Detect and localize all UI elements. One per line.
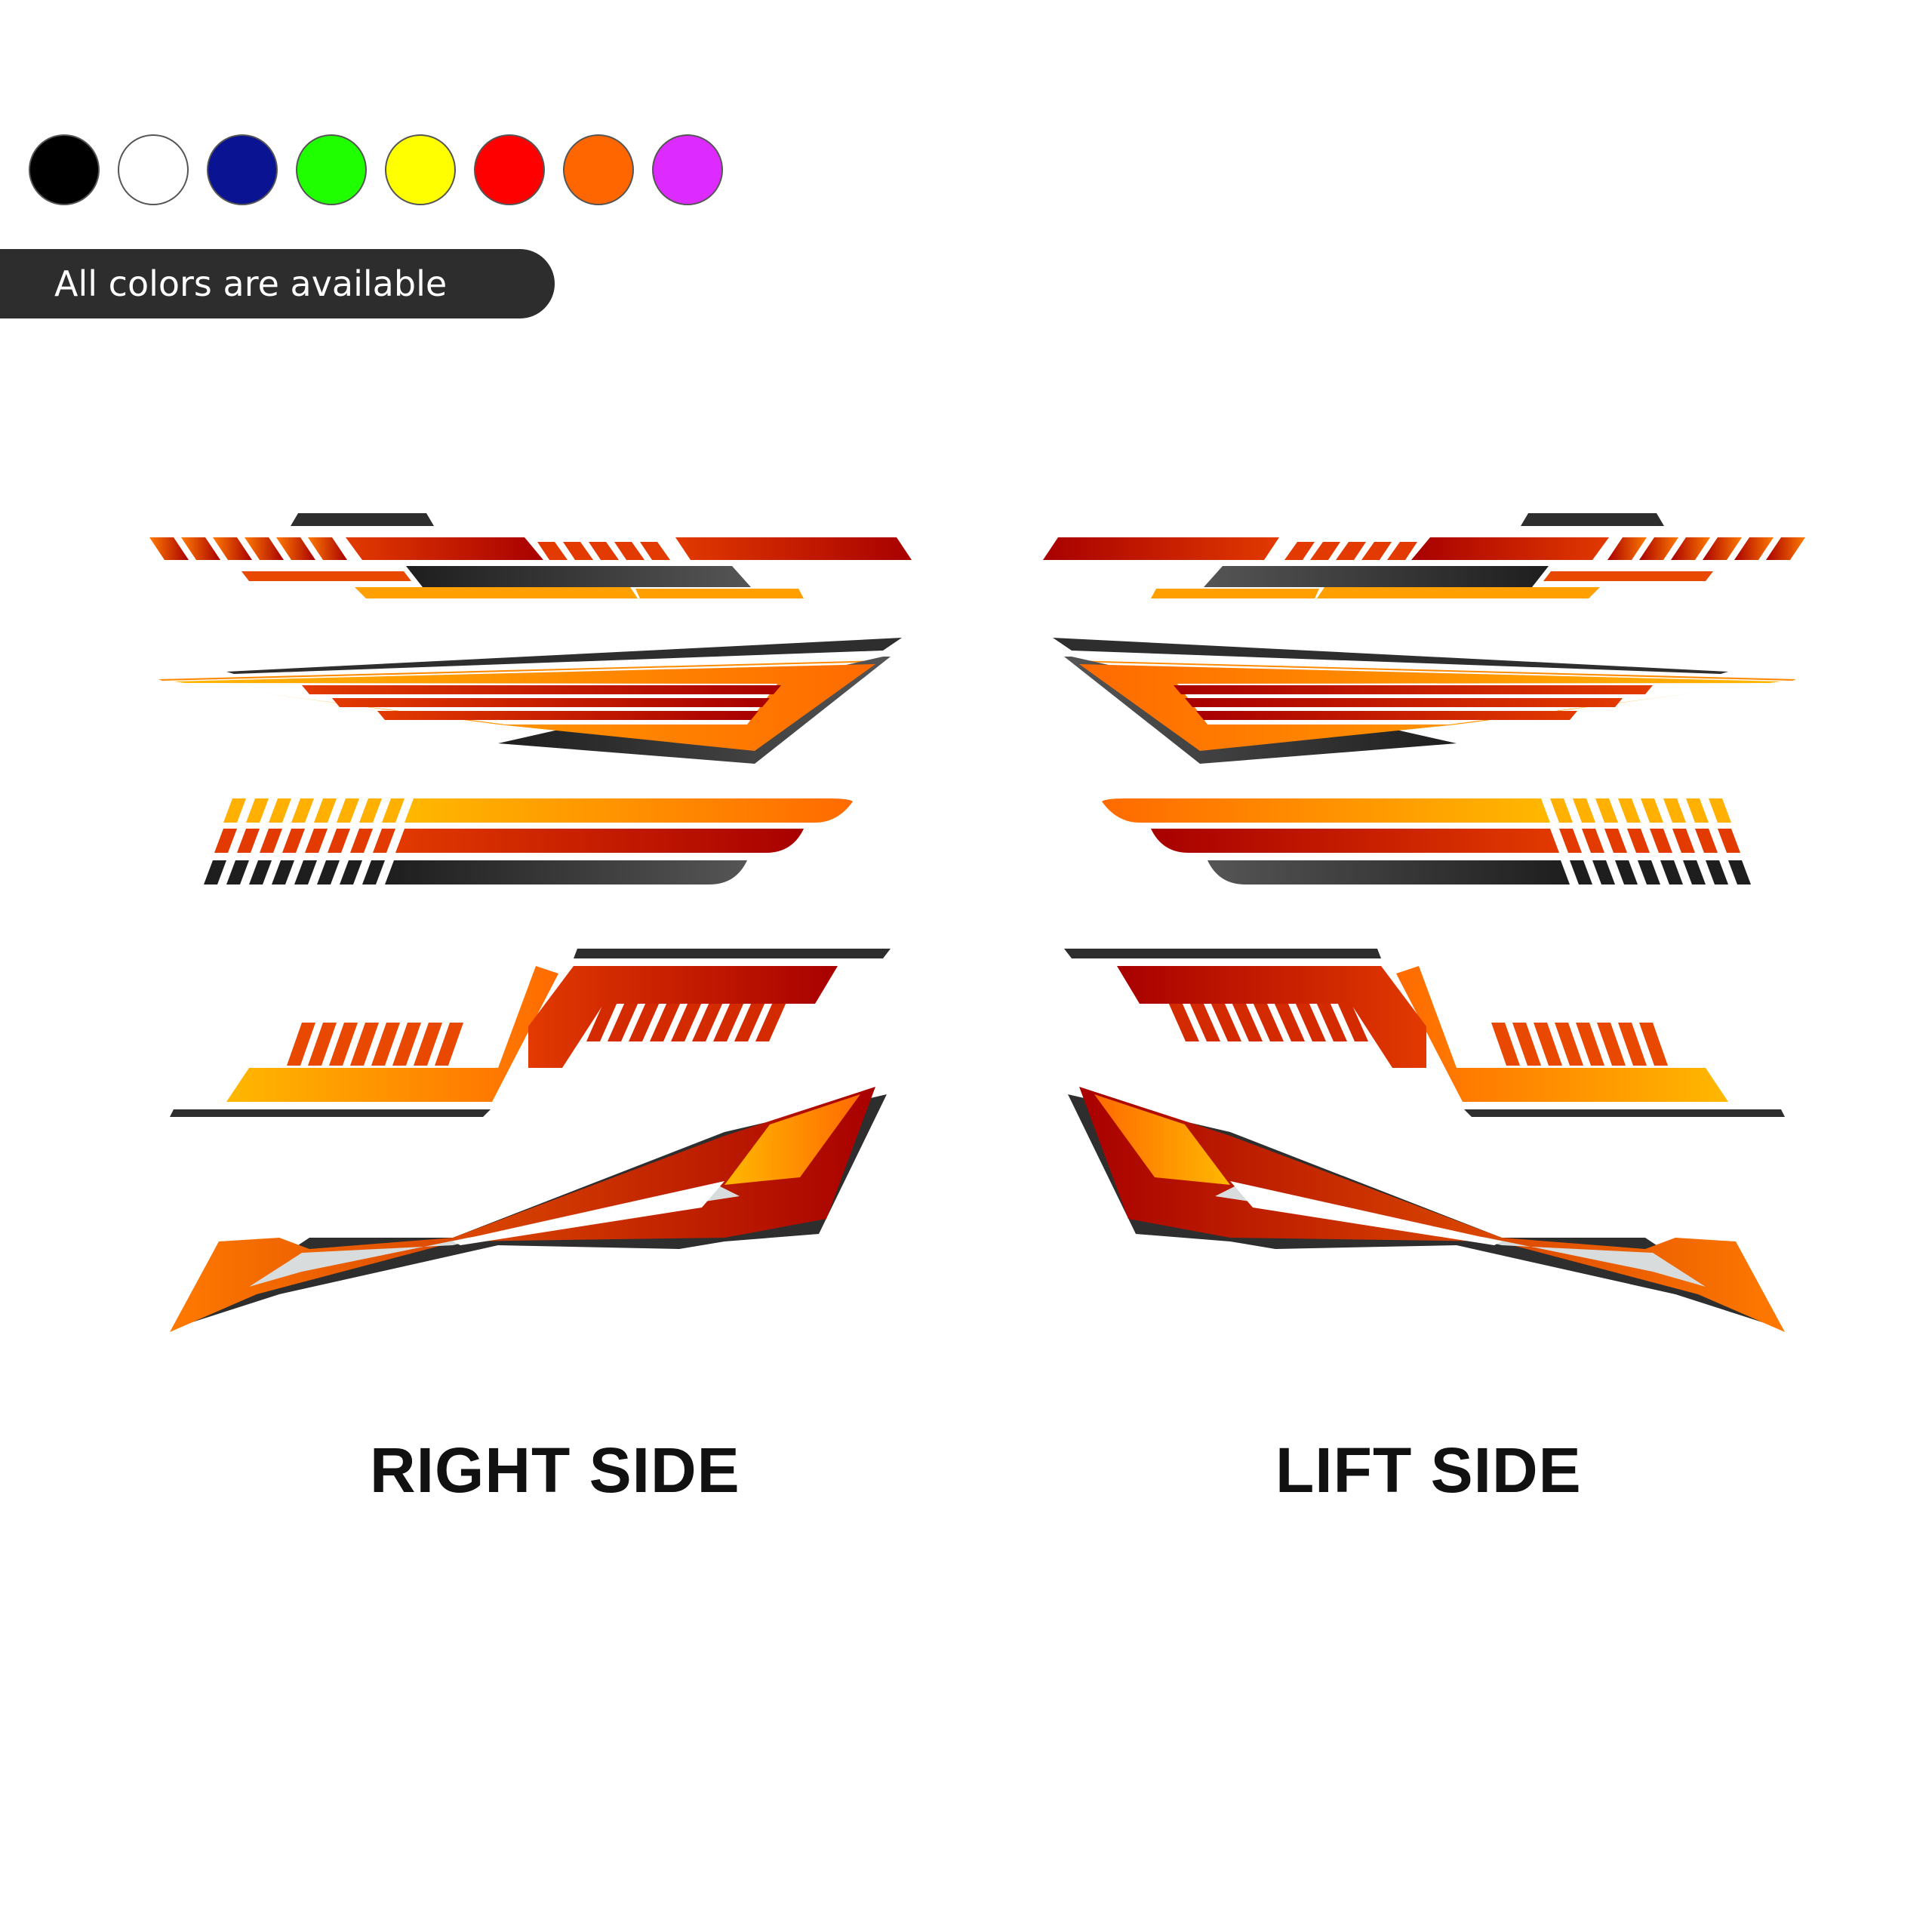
swatch-navy[interactable]	[207, 134, 278, 205]
swatch-white[interactable]	[118, 134, 189, 205]
right-side-label: RIGHT SIDE	[370, 1435, 740, 1506]
decal-5	[170, 1087, 887, 1332]
swatch-orange[interactable]	[563, 134, 634, 205]
decal-3	[204, 798, 853, 884]
decal-2	[158, 638, 902, 764]
availability-banner: All colors are available	[0, 249, 555, 318]
left-side-label: LIFT SIDE	[1275, 1435, 1582, 1506]
swatch-green[interactable]	[296, 134, 367, 205]
decal-1	[149, 513, 912, 598]
swatch-yellow[interactable]	[385, 134, 456, 205]
left-side-decals	[1043, 513, 1805, 1332]
swatch-red[interactable]	[474, 134, 545, 205]
decal-4	[170, 949, 891, 1117]
swatch-black[interactable]	[29, 134, 100, 205]
swatch-magenta[interactable]	[652, 134, 723, 205]
right-side-decals	[149, 513, 912, 1332]
color-swatch-row	[29, 134, 723, 205]
